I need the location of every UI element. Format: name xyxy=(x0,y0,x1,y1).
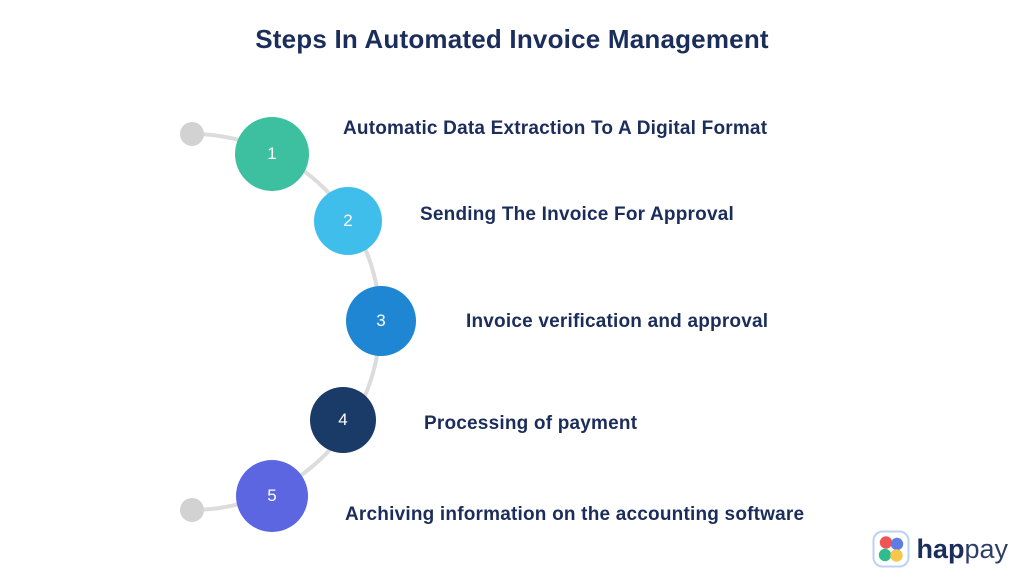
step-label: Processing of payment xyxy=(424,413,638,434)
logo-dot-red-icon xyxy=(880,536,893,549)
endpoint-dot-top xyxy=(180,122,204,146)
logo-text-bold: hap xyxy=(916,534,965,564)
step-number: 5 xyxy=(267,486,277,505)
endpoint-dot-bottom xyxy=(180,498,204,522)
logo-dot-blue-icon xyxy=(891,537,904,551)
logo-dot-green-icon xyxy=(879,548,892,562)
logo-badge xyxy=(872,530,910,568)
step-circle-3: 3 xyxy=(346,286,416,356)
happay-logo: happay xyxy=(872,530,1008,568)
step-number: 1 xyxy=(267,144,277,163)
step-circle-4: 4 xyxy=(310,387,376,453)
step-label: Archiving information on the accounting … xyxy=(345,504,805,525)
step-circle-1: 1 xyxy=(235,117,309,191)
page-title: Steps In Automated Invoice Management xyxy=(255,24,769,54)
happay-logo-mark-icon xyxy=(872,530,910,568)
step-circle-2: 2 xyxy=(314,187,382,255)
step-label: Sending The Invoice For Approval xyxy=(420,204,734,225)
step-label: Automatic Data Extraction To A Digital F… xyxy=(343,118,768,139)
step-number: 3 xyxy=(376,311,386,330)
logo-dot-yellow-icon xyxy=(890,549,904,562)
step-number: 2 xyxy=(343,211,353,230)
step-label: Invoice verification and approval xyxy=(466,311,769,332)
step-circle-5: 5 xyxy=(236,460,308,532)
logo-text-light: pay xyxy=(964,534,1008,564)
step-number: 4 xyxy=(338,410,348,429)
happay-logo-text: happay xyxy=(916,530,1008,568)
